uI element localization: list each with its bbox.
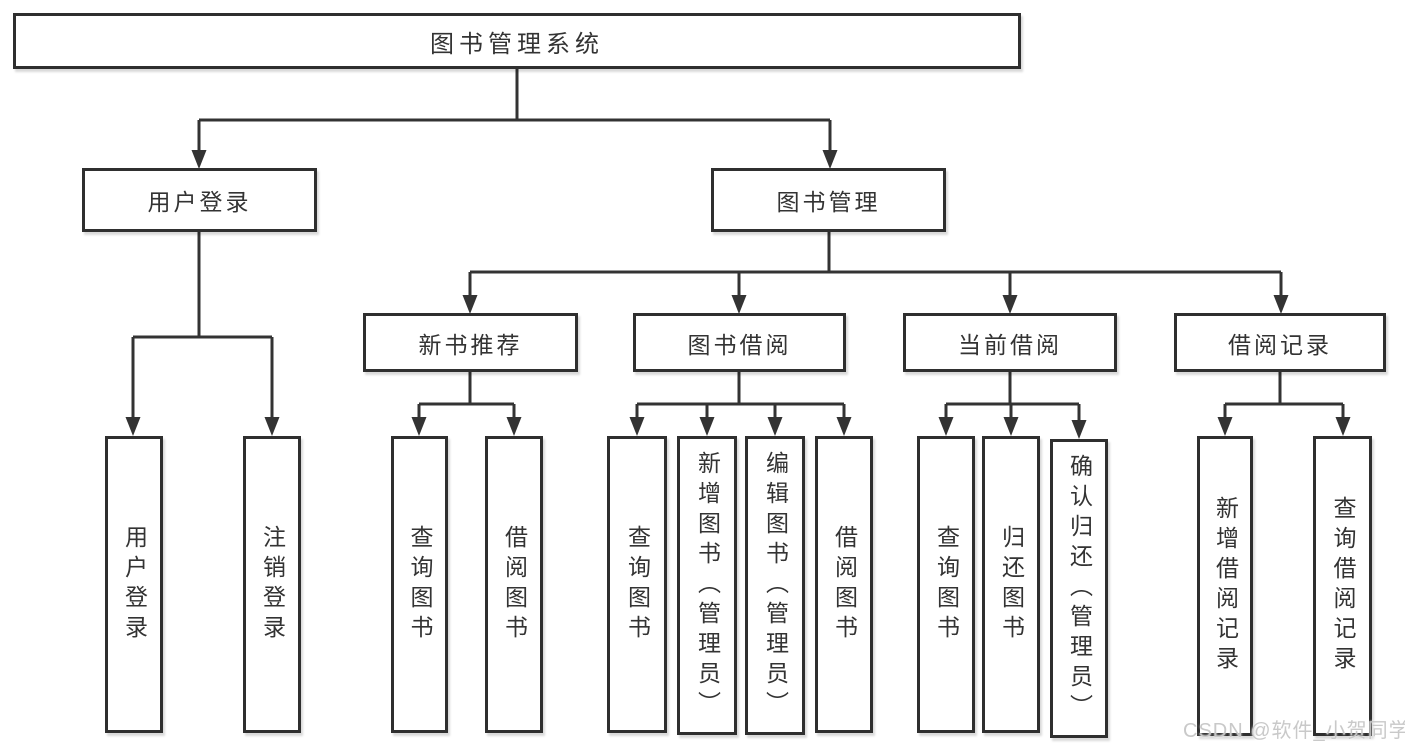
leaf-br-add-record: 新增借阅记录: [1197, 436, 1253, 736]
node-root-label: 图书管理系统: [430, 30, 604, 58]
leaf-logout-label: 注销登录: [259, 524, 286, 645]
leaf-bb-borrow-book: 借阅图书: [815, 436, 873, 733]
leaf-bb-borrow-book-label: 借阅图书: [831, 524, 858, 645]
leaf-cb-query-book: 查询图书: [917, 436, 975, 733]
node-current-borrow: 当前借阅: [903, 313, 1117, 372]
leaf-bb-query-book: 查询图书: [607, 436, 667, 733]
leaf-logout: 注销登录: [243, 436, 301, 733]
leaf-user-login-label: 用户登录: [121, 524, 148, 645]
node-book-management-label: 图书管理: [776, 189, 881, 215]
leaf-nbr-query-book-label: 查询图书: [407, 524, 433, 645]
leaf-cb-confirm-return-admin-label: 确认归还（管理员）: [1066, 453, 1093, 724]
leaf-nbr-query-book: 查询图书: [391, 436, 448, 733]
node-borrow-record-label: 借阅记录: [1228, 331, 1332, 358]
leaf-br-query-record-label: 查询借阅记录: [1330, 496, 1356, 676]
node-new-book-recommend: 新书推荐: [363, 313, 578, 372]
leaf-user-login: 用户登录: [105, 436, 163, 733]
leaf-bb-add-book-admin: 新增图书（管理员）: [677, 436, 737, 735]
leaf-br-add-record-label: 新增借阅记录: [1212, 496, 1239, 676]
leaf-cb-confirm-return-admin: 确认归还（管理员）: [1050, 439, 1108, 738]
node-book-management: 图书管理: [711, 168, 946, 232]
leaf-br-query-record: 查询借阅记录: [1313, 436, 1372, 736]
node-borrow-record: 借阅记录: [1174, 313, 1386, 372]
leaf-cb-return-book-label: 归还图书: [998, 524, 1025, 645]
leaf-cb-query-book-label: 查询图书: [933, 524, 960, 645]
leaf-cb-return-book: 归还图书: [982, 436, 1040, 733]
leaf-nbr-borrow-book-label: 借阅图书: [501, 524, 528, 645]
leaf-nbr-borrow-book: 借阅图书: [485, 436, 543, 733]
node-user-login-label: 用户登录: [147, 189, 252, 215]
node-book-borrow: 图书借阅: [633, 313, 846, 372]
node-current-borrow-label: 当前借阅: [958, 331, 1062, 358]
node-new-book-recommend-label: 新书推荐: [418, 331, 523, 358]
node-book-borrow-label: 图书借阅: [687, 331, 792, 358]
leaf-bb-query-book-label: 查询图书: [624, 524, 651, 645]
leaf-bb-edit-book-admin-label: 编辑图书（管理员）: [762, 450, 789, 721]
leaf-bb-add-book-admin-label: 新增图书（管理员）: [694, 450, 721, 721]
watermark-text: CSDN @软件_小贺同学: [1183, 720, 1405, 742]
node-user-login: 用户登录: [82, 168, 317, 232]
node-root: 图书管理系统: [13, 13, 1021, 69]
leaf-bb-edit-book-admin: 编辑图书（管理员）: [745, 436, 805, 735]
